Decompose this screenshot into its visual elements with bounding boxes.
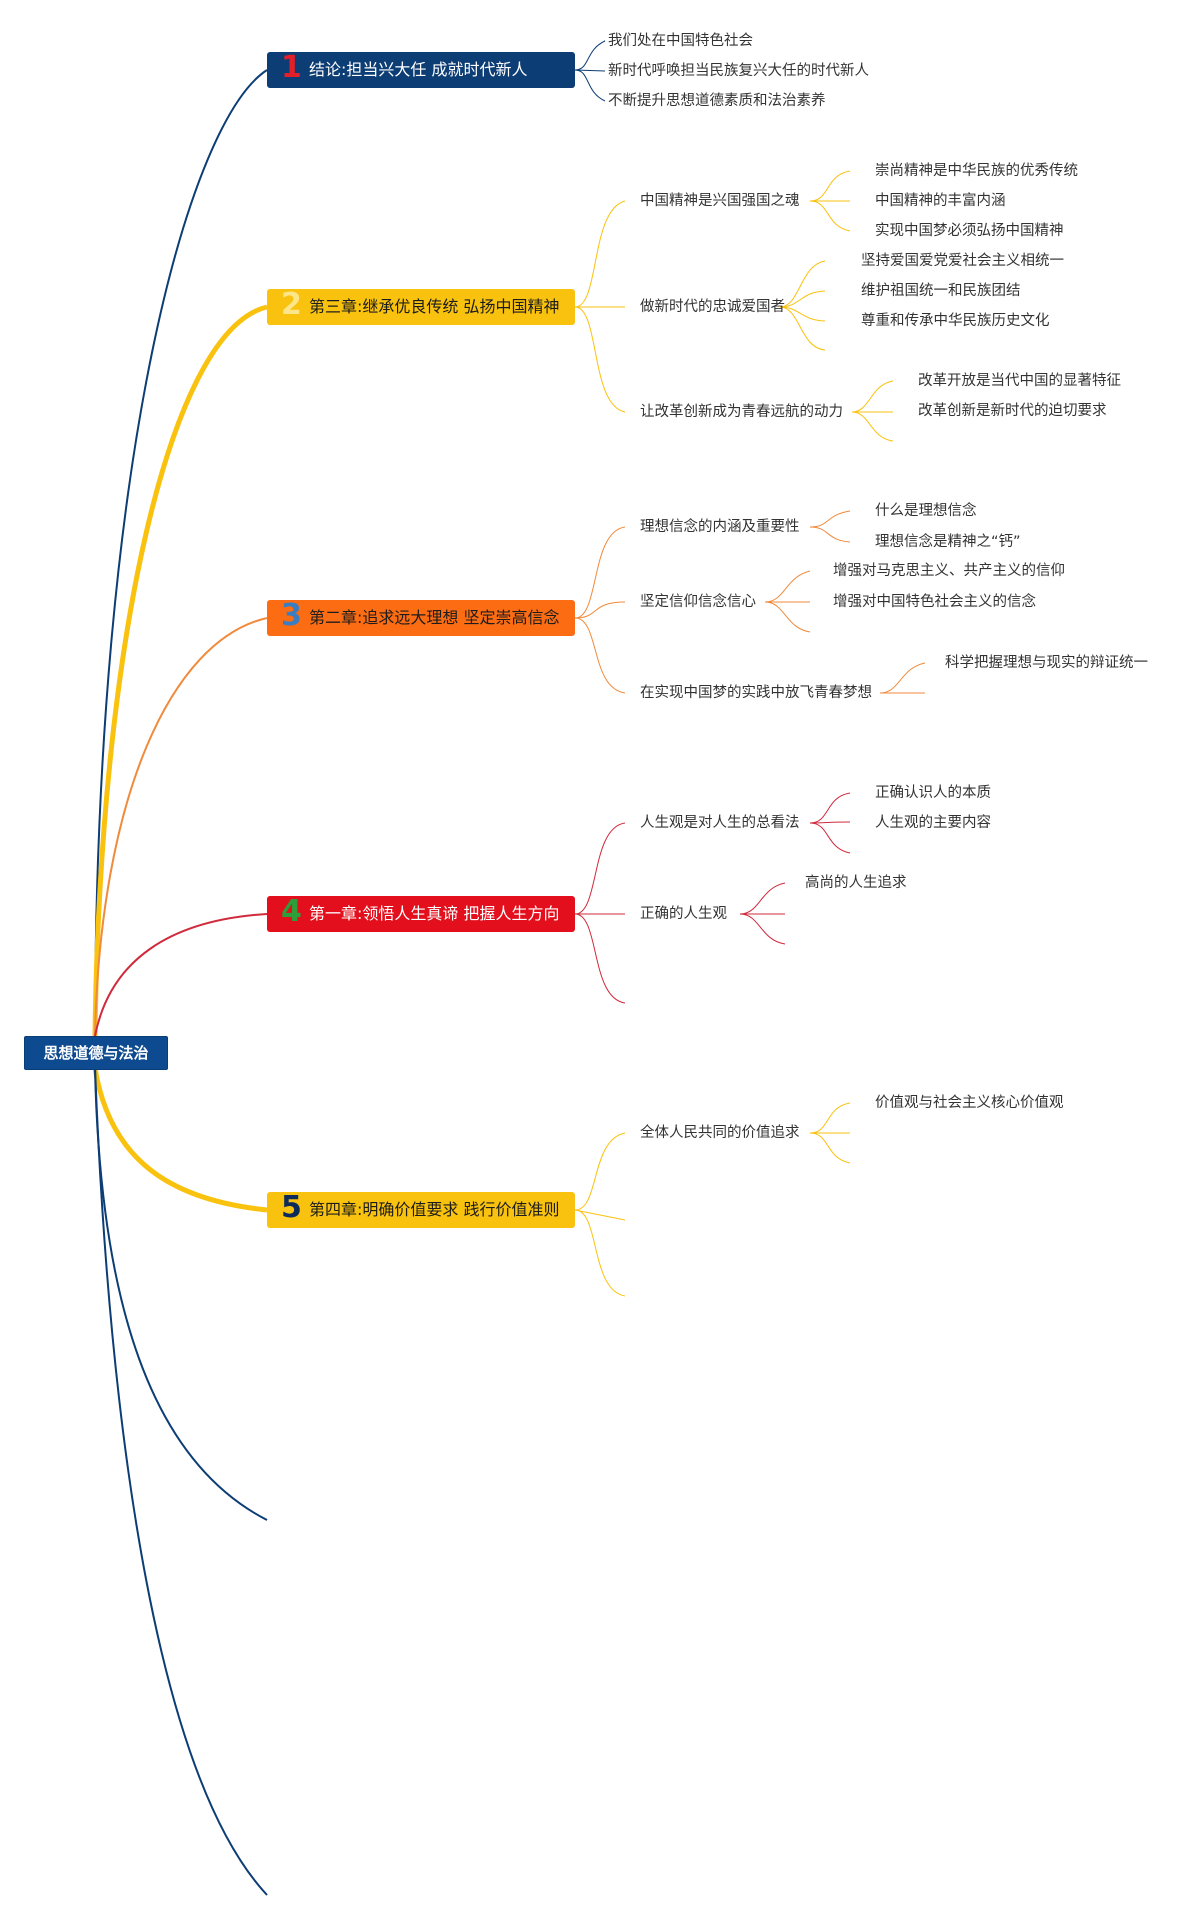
sub-node[interactable]: 人生观是对人生的总看法 (640, 815, 800, 831)
link-root-to-branch-5 (92, 1067, 268, 1213)
leaf-node[interactable]: 改革开放是当代中国的显著特征 (918, 373, 1121, 389)
leaf-node[interactable]: 科学把握理想与现实的辩证统一 (945, 655, 1148, 671)
branch-node-4[interactable]: 4 第一章:领悟人生真谛 把握人生方向 (267, 894, 575, 932)
leaf-node[interactable]: 价值观与社会主义核心价值观 (875, 1095, 1064, 1111)
link-root-to-branch-2 (92, 304, 268, 1037)
sub-node[interactable]: 正确的人生观 (640, 906, 727, 922)
leaf-node[interactable]: 人生观的主要内容 (875, 815, 991, 831)
leaf-node[interactable]: 正确认识人的本质 (875, 785, 991, 801)
leaf-node[interactable]: 坚持爱国爱党爱社会主义相统一 (861, 253, 1064, 269)
leaf-node[interactable]: 增强对马克思主义、共产主义的信仰 (833, 563, 1065, 579)
branch-label-3: 第二章:追求远大理想 坚定崇高信念 (309, 608, 560, 627)
sub-node[interactable]: 全体人民共同的价值追求 (640, 1125, 800, 1141)
leaf-node[interactable]: 什么是理想信念 (875, 503, 977, 519)
branch-label-4: 第一章:领悟人生真谛 把握人生方向 (309, 904, 560, 923)
leaf-node[interactable]: 理想信念是精神之“钙” (875, 534, 1021, 550)
branch-label-2: 第三章:继承优良传统 弘扬中国精神 (309, 297, 560, 316)
leaf-node[interactable]: 我们处在中国特色社会 (608, 33, 753, 49)
leaf-node[interactable]: 新时代呼唤担当民族复兴大任的时代新人 (608, 63, 869, 79)
leaf-node[interactable]: 尊重和传承中华民族历史文化 (861, 313, 1050, 329)
root-node[interactable]: 思想道德与法治 (24, 1036, 168, 1070)
link-root-to-branch-3 (94, 617, 268, 1037)
sub-node[interactable]: 理想信念的内涵及重要性 (640, 519, 800, 535)
sub-node[interactable]: 坚定信仰信念信心 (640, 594, 756, 610)
link-root-to-empty-2 (94, 1067, 268, 1896)
leaf-node[interactable]: 实现中国梦必须弘扬中国精神 (875, 223, 1064, 239)
leaf-node[interactable]: 改革创新是新时代的迫切要求 (918, 403, 1107, 419)
branch-number-4: 4 (281, 894, 302, 929)
branch-label-1: 结论:担当兴大任 成就时代新人 (309, 60, 528, 79)
sub-node[interactable]: 在实现中国梦的实践中放飞青春梦想 (640, 685, 872, 701)
branch-number-1: 1 (281, 50, 302, 85)
sub-node[interactable]: 做新时代的忠诚爱国者 (640, 299, 785, 315)
link-root-to-branch-4 (94, 913, 268, 1037)
branch-number-2: 2 (281, 287, 302, 322)
leaf-node[interactable]: 维护祖国统一和民族团结 (861, 283, 1021, 299)
leaf-node[interactable]: 不断提升思想道德素质和法治素养 (608, 93, 826, 109)
branch-number-3: 3 (281, 598, 302, 633)
leaf-node[interactable]: 高尚的人生追求 (805, 875, 907, 891)
branch-node-5[interactable]: 5 第四章:明确价值要求 践行价值准则 (267, 1190, 575, 1228)
branch-node-2[interactable]: 2 第三章:继承优良传统 弘扬中国精神 (267, 287, 575, 325)
leaf-node[interactable]: 增强对中国特色社会主义的信念 (833, 594, 1036, 610)
leaf-node[interactable]: 中国精神的丰富内涵 (875, 193, 1006, 209)
branch-number-5: 5 (281, 1190, 302, 1225)
leaf-node[interactable]: 崇尚精神是中华民族的优秀传统 (875, 163, 1078, 179)
branch-label-5: 第四章:明确价值要求 践行价值准则 (309, 1200, 560, 1219)
branch-node-1[interactable]: 1 结论:担当兴大任 成就时代新人 (267, 50, 575, 88)
sub-node[interactable]: 让改革创新成为青春远航的动力 (640, 404, 843, 420)
link-root-to-branch-1 (94, 69, 268, 1037)
sub-node[interactable]: 中国精神是兴国强国之魂 (640, 193, 800, 209)
branch-node-3[interactable]: 3 第二章:追求远大理想 坚定崇高信念 (267, 598, 575, 636)
